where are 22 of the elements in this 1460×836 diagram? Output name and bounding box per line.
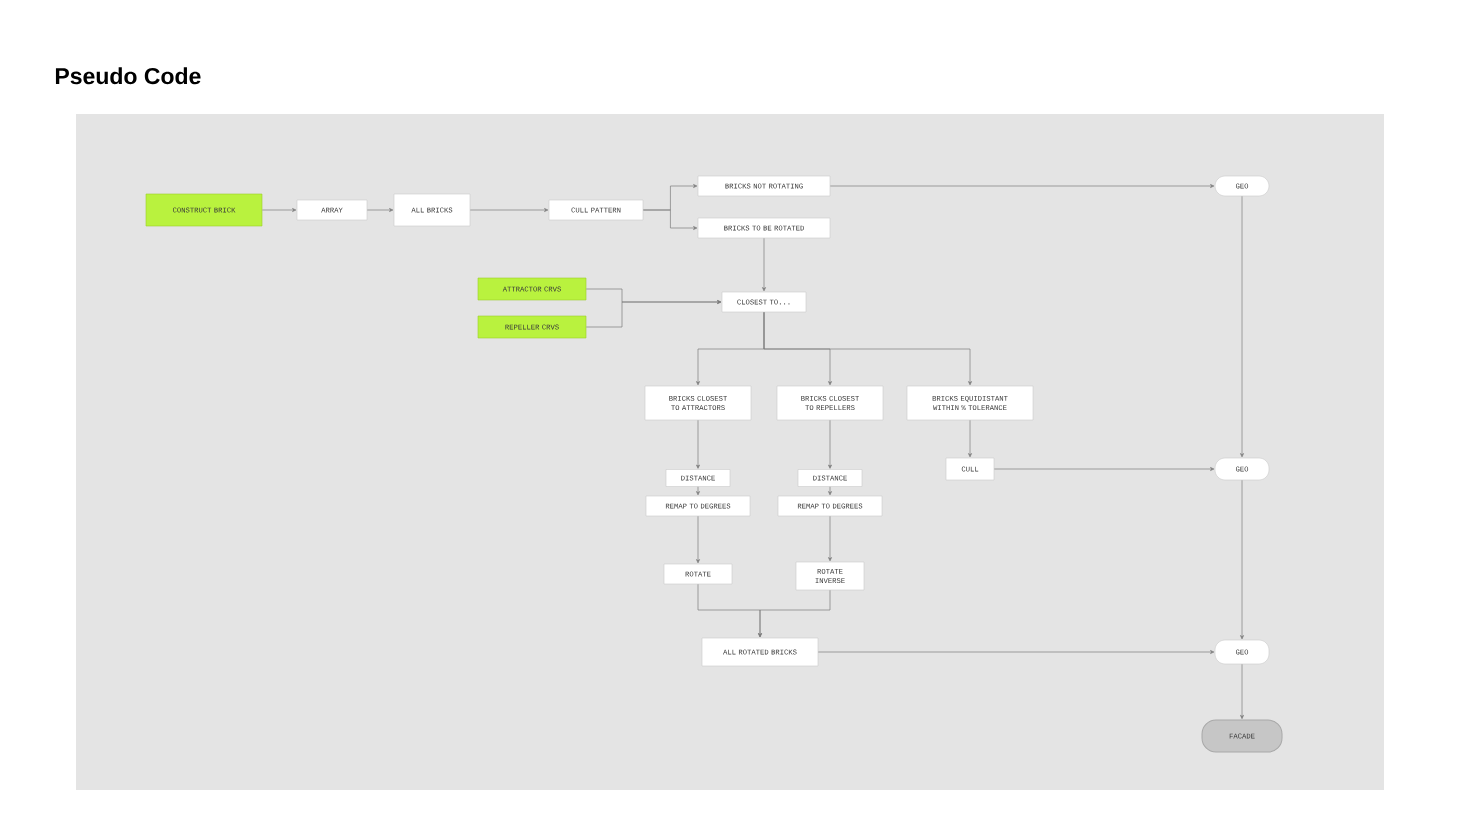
arrow — [585, 300, 722, 328]
arrow — [696, 486, 700, 496]
arrow — [828, 515, 832, 562]
arrow — [1240, 663, 1244, 719]
arrow — [1240, 479, 1244, 640]
arrow — [828, 419, 832, 469]
arrow — [829, 184, 1215, 188]
arrow — [762, 237, 766, 292]
arrow — [261, 208, 297, 212]
arrow — [758, 589, 831, 638]
arrow — [828, 486, 832, 496]
arrow — [968, 419, 972, 458]
arrow — [696, 419, 700, 469]
arrow — [817, 650, 1215, 654]
arrow — [469, 208, 549, 212]
title: Pseudo Code — [55, 67, 201, 85]
arrow — [696, 515, 700, 564]
arrow — [993, 467, 1215, 471]
arrow — [763, 311, 972, 386]
arrow — [366, 208, 394, 212]
arrow — [642, 209, 698, 230]
arrow — [1240, 195, 1244, 458]
